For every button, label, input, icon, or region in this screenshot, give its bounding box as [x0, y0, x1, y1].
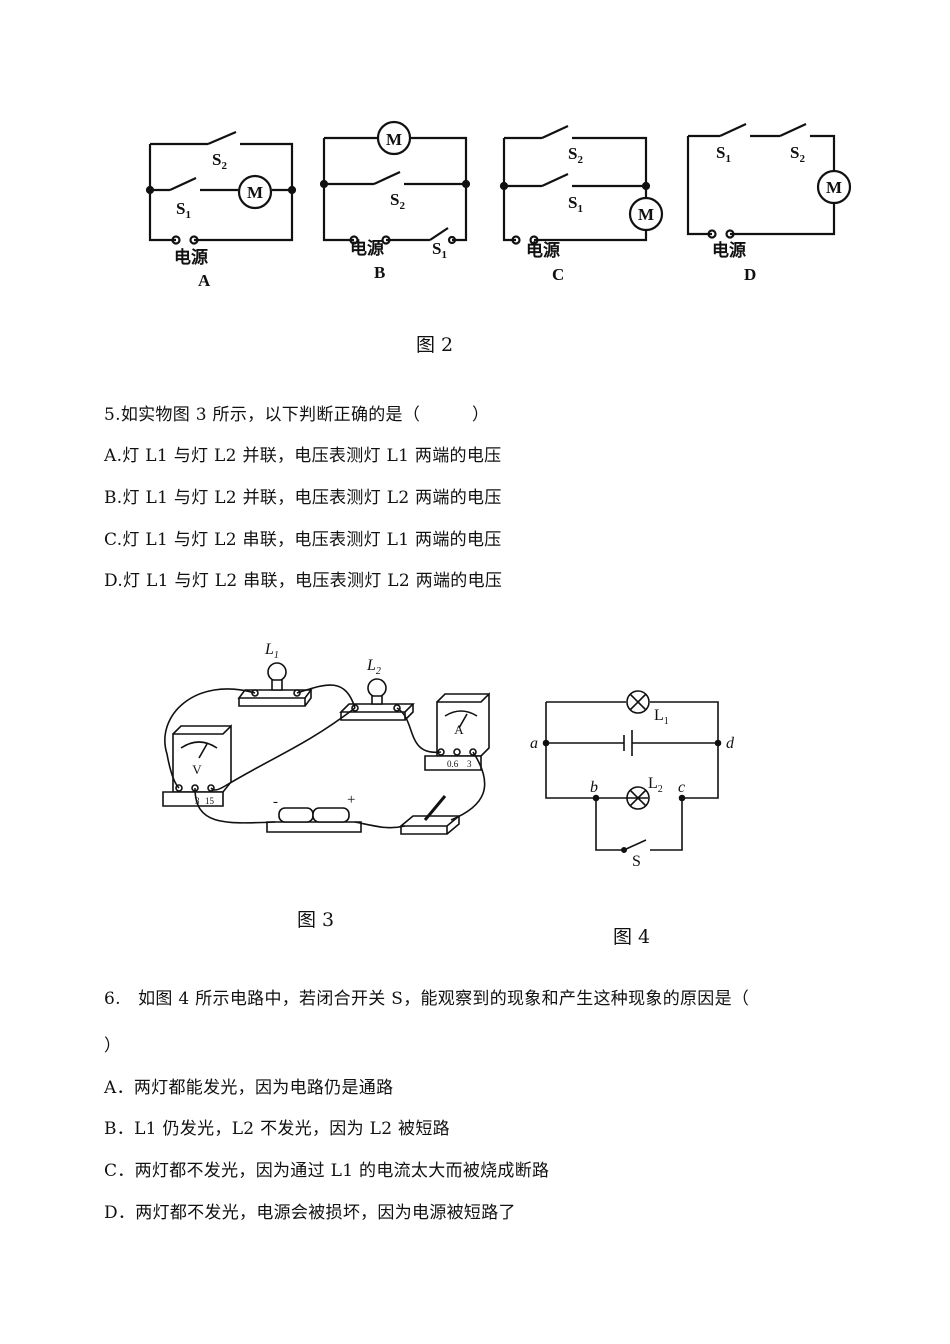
circuit-b: [319, 120, 471, 245]
d-power-label: 电源: [712, 240, 746, 261]
q6-option-a: A．两灯都能发光，因为电路仍是通路: [104, 1078, 394, 1098]
circuit-a: [145, 130, 297, 245]
b-power-label: 电源: [350, 238, 384, 259]
l1-label: L1: [654, 707, 669, 727]
voltmeter: [162, 724, 232, 807]
node-b: b: [590, 779, 598, 796]
voltmeter-terminal-15: 15: [205, 796, 215, 806]
battery-plus: +: [347, 792, 355, 808]
ammeter: [424, 692, 490, 771]
q6-option-d: D．两灯都不发光，电源会被损坏，因为电源被短路了: [104, 1203, 516, 1223]
node-d: d: [726, 735, 735, 752]
l1-label: L1: [264, 641, 279, 661]
figure-3-physical-circuit: L1 L2 V A - + 3 15 0.6 3: [162, 641, 490, 835]
c-s2-label: S2: [568, 144, 583, 166]
ammeter-terminal-06: 0.6: [447, 759, 459, 769]
q6-stem-cont: ）: [104, 1036, 122, 1056]
figure-4-schematic: L1 L2 a d b c S: [530, 690, 735, 870]
a-s1-label: S1: [176, 199, 191, 221]
wire-4: [210, 707, 356, 791]
wire-2: [296, 684, 356, 709]
l2-label: L2: [366, 657, 381, 677]
lamp-l2: [339, 678, 415, 721]
d-s2-label: S2: [790, 143, 805, 165]
node-a: a: [530, 735, 538, 752]
circuit-c: [499, 125, 664, 245]
knife-switch: [398, 795, 462, 835]
battery-minus: -: [273, 794, 278, 810]
a-s2-label: S2: [212, 150, 227, 172]
c-letter: C: [552, 265, 564, 284]
figure-2-circuits: S2 S1 M 电源 A M S2 S1 电源 B S2 S1 M 电源 C S…: [145, 120, 852, 290]
q5-stem: 5.如实物图 3 所示，以下判断正确的是（ ）: [104, 405, 490, 425]
voltmeter-terminal-3: 3: [195, 796, 200, 806]
d-motor-symbol: M: [826, 178, 842, 197]
q6-option-b: B．L1 仍发光，L2 不发光，因为 L2 被短路: [104, 1119, 450, 1139]
b-motor-symbol: M: [386, 130, 402, 149]
q5-option-d: D.灯 L1 与灯 L2 串联，电压表测灯 L2 两端的电压: [104, 571, 503, 591]
b-s2-label: S2: [390, 190, 405, 212]
q6-option-c: C．两灯都不发光，因为通过 L1 的电流太大而被烧成断路: [104, 1161, 550, 1181]
figure-4-caption: 图 4: [613, 926, 651, 948]
figure-3-caption: 图 3: [297, 909, 335, 931]
q6-stem: 6. 如图 4 所示电路中，若闭合开关 S，能观察到的现象和产生这种现象的原因是…: [104, 989, 750, 1009]
b-letter: B: [374, 263, 385, 282]
d-letter: D: [744, 265, 756, 284]
q5-option-a: A.灯 L1 与灯 L2 并联，电压表测灯 L1 两端的电压: [104, 446, 502, 466]
ammeter-symbol: A: [454, 722, 464, 737]
switch-s-label: S: [632, 853, 641, 870]
wire-3: [396, 707, 442, 753]
a-letter: A: [198, 271, 211, 290]
wire-5: [194, 787, 276, 824]
a-motor-symbol: M: [247, 183, 263, 202]
wire-6: [354, 821, 406, 829]
a-power-label: 电源: [174, 247, 208, 268]
node-c: c: [678, 779, 685, 796]
circuit-d: [686, 123, 852, 239]
c-motor-symbol: M: [638, 205, 654, 224]
d-s1-label: S1: [716, 143, 731, 165]
voltmeter-symbol: V: [192, 762, 202, 777]
wire-7: [450, 751, 486, 821]
q5-option-c: C.灯 L1 与灯 L2 串联，电压表测灯 L1 两端的电压: [104, 530, 502, 550]
c-s1-label: S1: [568, 193, 583, 215]
battery-holder: [266, 807, 362, 833]
lamp-l1: [237, 662, 313, 707]
ammeter-terminal-3: 3: [467, 759, 472, 769]
q5-option-b: B.灯 L1 与灯 L2 并联，电压表测灯 L2 两端的电压: [104, 488, 502, 508]
l2-label: L2: [648, 775, 663, 795]
c-power-label: 电源: [526, 240, 560, 261]
wire-1: [164, 688, 256, 789]
b-s1-label: S1: [432, 239, 447, 261]
figure-2-caption: 图 2: [416, 334, 454, 356]
